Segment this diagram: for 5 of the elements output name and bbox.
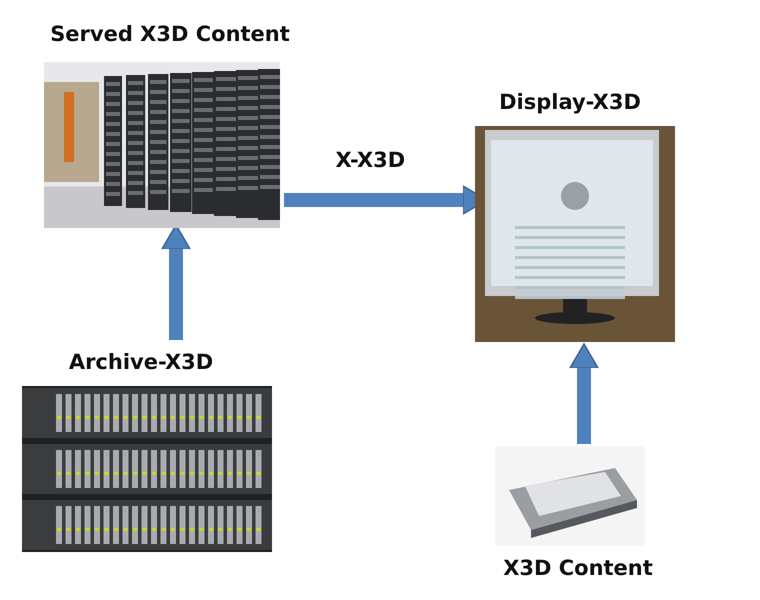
- picture-heading: X3D Content: [502, 556, 654, 580]
- picture-heading: Archive-X3D: [68, 350, 214, 374]
- picture-heading: Display-X3D: [498, 90, 642, 114]
- picture-heading: Served X3D Content: [49, 22, 291, 46]
- block-arrow: [569, 343, 599, 444]
